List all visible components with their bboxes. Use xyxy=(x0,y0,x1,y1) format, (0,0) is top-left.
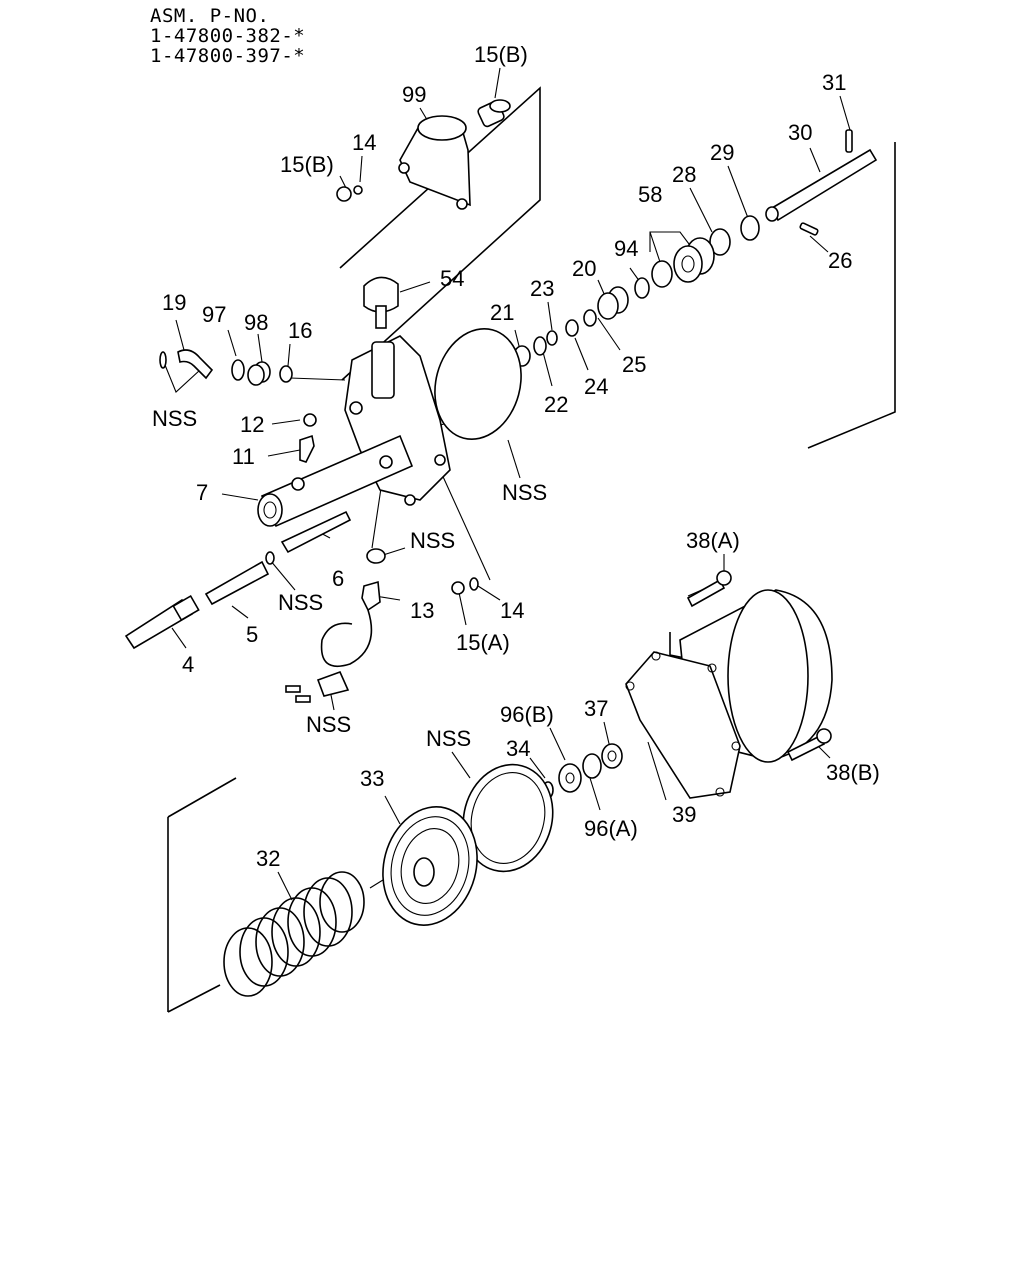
hose-19 xyxy=(177,349,214,380)
callout-30: 30 xyxy=(788,120,812,145)
callout-nss-2: NSS xyxy=(502,480,547,505)
nut-15a xyxy=(451,581,465,595)
callout-labels: 15(B) 99 14 15(B) 31 30 29 28 58 26 94 2… xyxy=(152,42,880,871)
washer-28 xyxy=(709,228,731,256)
callout-6: 6 xyxy=(332,566,344,591)
callout-12: 12 xyxy=(240,412,264,437)
cup-20 xyxy=(597,286,629,320)
push-rod-30 xyxy=(765,148,878,222)
callout-31: 31 xyxy=(822,70,846,95)
gasket-nss-large xyxy=(434,328,522,440)
callout-34: 34 xyxy=(506,736,530,761)
callout-38a: 38(A) xyxy=(686,528,740,553)
o-ring-58 xyxy=(651,260,673,288)
callout-nss-4: NSS xyxy=(278,590,323,615)
callout-15b-top: 15(B) xyxy=(474,42,528,67)
callout-14-top: 14 xyxy=(352,130,376,155)
callout-39: 39 xyxy=(672,802,696,827)
callout-19: 19 xyxy=(162,290,186,315)
callout-99: 99 xyxy=(402,82,426,107)
o-ring-nss-19 xyxy=(159,351,167,369)
breather-54 xyxy=(363,276,399,329)
diaphragm-plate-33 xyxy=(382,806,478,926)
pin-31 xyxy=(845,129,853,153)
callout-7: 7 xyxy=(196,480,208,505)
callout-nss-1: NSS xyxy=(152,406,197,431)
callout-96a: 96(A) xyxy=(584,816,638,841)
mounting-bracket-99 xyxy=(398,115,471,210)
pin-26 xyxy=(799,222,819,236)
bushing-15b-top xyxy=(477,99,511,128)
callout-58: 58 xyxy=(638,182,662,207)
seal-nss-large xyxy=(462,763,554,873)
callout-15a: 15(A) xyxy=(456,630,510,655)
switch-13 xyxy=(285,580,381,703)
callout-nss-3: NSS xyxy=(410,528,455,553)
callout-22: 22 xyxy=(544,392,568,417)
gasket-39 xyxy=(625,651,741,799)
bleeder-screw-11 xyxy=(299,434,315,463)
callout-13: 13 xyxy=(410,598,434,623)
spring-5 xyxy=(204,560,270,606)
callout-28: 28 xyxy=(672,162,696,187)
plug-16 xyxy=(279,365,293,383)
bolt-38a xyxy=(686,570,732,608)
callout-54: 54 xyxy=(440,266,464,291)
ring-22 xyxy=(533,336,547,356)
return-spring-32 xyxy=(223,871,365,997)
ring-24 xyxy=(565,319,579,337)
washer-25 xyxy=(583,309,597,327)
assembly-part-number-1: 1-47800-382-* xyxy=(150,25,306,47)
shaft-4 xyxy=(124,594,200,650)
callout-38b: 38(B) xyxy=(826,760,880,785)
ring-nss-6 xyxy=(265,551,275,565)
callout-26: 26 xyxy=(828,248,852,273)
piston-58 xyxy=(673,237,715,283)
washer-97 xyxy=(231,359,245,381)
callout-5: 5 xyxy=(246,622,258,647)
callout-23: 23 xyxy=(530,276,554,301)
washer-14-bottom xyxy=(469,577,479,591)
valve-body xyxy=(257,335,451,528)
cap-12 xyxy=(303,413,317,427)
callout-14-bottom: 14 xyxy=(500,598,524,623)
washer-96a xyxy=(582,753,602,779)
callout-25: 25 xyxy=(622,352,646,377)
snap-ring-29 xyxy=(740,215,760,241)
bolt-38b xyxy=(786,728,832,762)
callout-29: 29 xyxy=(710,140,734,165)
rod-6 xyxy=(280,510,352,554)
callout-37: 37 xyxy=(584,696,608,721)
callout-33: 33 xyxy=(360,766,384,791)
callout-32: 32 xyxy=(256,846,280,871)
callout-24: 24 xyxy=(584,374,608,399)
washer-nss-13 xyxy=(366,548,386,564)
callout-11: 11 xyxy=(232,444,255,469)
callout-96b: 96(B) xyxy=(500,702,554,727)
assembly-part-number-2: 1-47800-397-* xyxy=(150,45,306,67)
callout-nss-6: NSS xyxy=(426,726,471,751)
callout-21: 21 xyxy=(490,300,514,325)
assembly-title: ASM. P-NO. xyxy=(150,5,270,27)
callout-4: 4 xyxy=(182,652,194,677)
callout-16: 16 xyxy=(288,318,312,343)
bracket-lines xyxy=(167,86,896,1013)
clip-23 xyxy=(546,330,558,346)
fitting-98 xyxy=(247,361,271,386)
callout-20: 20 xyxy=(572,256,596,281)
nut-15b-left xyxy=(336,185,363,202)
nut-37 xyxy=(601,743,623,769)
callout-94: 94 xyxy=(614,236,638,261)
seal-94 xyxy=(634,277,650,299)
callout-97: 97 xyxy=(202,302,226,327)
callout-nss-5: NSS xyxy=(306,712,351,737)
callout-98: 98 xyxy=(244,310,268,335)
callout-15b-left: 15(B) xyxy=(280,152,334,177)
washer-96b xyxy=(558,763,582,793)
